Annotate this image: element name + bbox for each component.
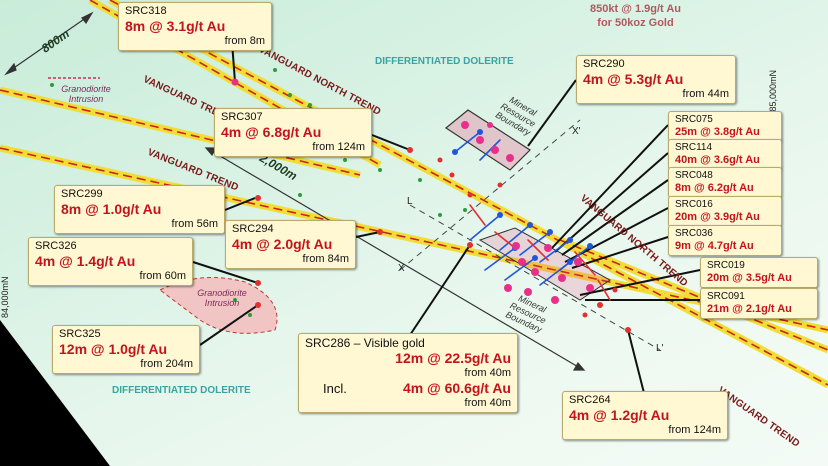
- callout-hole: SRC264: [569, 394, 611, 406]
- callout-src016: SRC016 20m @ 3.9g/t Au: [668, 196, 782, 227]
- callout-src114: SRC114 40m @ 3.6g/t Au: [668, 139, 782, 170]
- callout-result: 20m @ 3.9g/t Au: [675, 211, 760, 223]
- callout-result: 4m @ 1.4g/t Au: [35, 253, 136, 269]
- callout-hole: SRC091: [707, 291, 745, 302]
- callout-incl-result: 4m @ 60.6g/t Au: [402, 380, 511, 396]
- callout-hole: SRC075: [675, 114, 713, 125]
- callout-incl-row: Incl. 4m @ 60.6g/t Au: [305, 380, 511, 397]
- callout-hole: SRC019: [707, 260, 745, 271]
- resource-line-2: for 50koz Gold: [597, 17, 674, 29]
- section-label-x-prime: X': [572, 126, 581, 137]
- callout-src019: SRC019 20m @ 3.5g/t Au: [700, 257, 818, 288]
- leader-lines: [192, 41, 701, 394]
- callout-result: 4m @ 5.3g/t Au: [583, 71, 684, 87]
- callout-from: from 204m: [140, 358, 193, 370]
- callout-src294: SRC294 4m @ 2.0g/t Au from 84m: [225, 220, 356, 269]
- callout-src264: SRC264 4m @ 1.2g/t Au from 124m: [562, 391, 728, 440]
- callout-src091: SRC091 21m @ 2.1g/t Au: [700, 288, 818, 319]
- callout-src318: SRC318 8m @ 3.1g/t Au from 8m: [118, 2, 272, 51]
- northing-label-west: 84,000mN: [0, 276, 10, 318]
- callout-from: from 8m: [224, 35, 265, 47]
- section-label-x: X: [398, 263, 405, 274]
- map-edge: [0, 320, 110, 466]
- callout-result: 12m @ 1.0g/t Au: [59, 341, 168, 357]
- granodiorite-label-2: Granodiorite Intrusion: [197, 288, 247, 308]
- callout-result: 8m @ 1.0g/t Au: [61, 201, 162, 217]
- dolerite-label-bottom: DIFFERENTIATED DOLERITE: [112, 385, 251, 396]
- callout-result: 9m @ 4.7g/t Au: [675, 240, 754, 252]
- callout-hole: SRC114: [675, 142, 713, 153]
- callout-hole: SRC048: [675, 170, 713, 181]
- callout-hole: SRC299: [61, 188, 103, 200]
- callout-result: 12m @ 22.5g/t Au: [395, 350, 511, 366]
- callout-hole: SRC294: [232, 223, 274, 235]
- drill-traces: [454, 131, 611, 301]
- callout-src307: SRC307 4m @ 6.8g/t Au from 124m: [214, 108, 372, 157]
- section-label-l-prime: L': [656, 343, 664, 354]
- callout-result: 25m @ 3.8g/t Au: [675, 126, 760, 138]
- callout-result: 20m @ 3.5g/t Au: [707, 272, 792, 284]
- granodiorite-intrusion-2: [159, 277, 278, 334]
- callout-from: from 84m: [302, 253, 349, 265]
- callout-hole: SRC286 – Visible gold: [305, 336, 425, 350]
- resource-summary: 850kt @ 1.9g/t Au for 50koz Gold: [590, 2, 681, 30]
- callout-src036: SRC036 9m @ 4.7g/t Au: [668, 225, 782, 256]
- callout-result: 8m @ 6.2g/t Au: [675, 182, 754, 194]
- callout-result: 4m @ 6.8g/t Au: [221, 124, 322, 140]
- callout-result: 4m @ 2.0g/t Au: [232, 236, 333, 252]
- dolerite-label-top: DIFFERENTIATED DOLERITE: [375, 56, 514, 67]
- callout-from: from 124m: [312, 141, 365, 153]
- callout-src286: SRC286 – Visible gold 12m @ 22.5g/t Au f…: [298, 333, 518, 413]
- callout-incl-label: Incl.: [323, 381, 347, 396]
- callout-hole: SRC016: [675, 199, 713, 210]
- callout-src048: SRC048 8m @ 6.2g/t Au: [668, 167, 782, 198]
- callout-result: 21m @ 2.1g/t Au: [707, 303, 792, 315]
- callout-hole: SRC036: [675, 228, 713, 239]
- section-label-l: L: [407, 196, 413, 207]
- callout-from: from 40m: [464, 367, 511, 379]
- section-lines: [399, 119, 661, 351]
- callout-src326: SRC326 4m @ 1.4g/t Au from 60m: [28, 237, 193, 286]
- callout-from: from 44m: [682, 88, 729, 100]
- callout-hole: SRC325: [59, 328, 101, 340]
- callout-hole: SRC290: [583, 58, 625, 70]
- callout-result: 40m @ 3.6g/t Au: [675, 154, 760, 166]
- callout-result: 4m @ 1.2g/t Au: [569, 407, 670, 423]
- resource-line-1: 850kt @ 1.9g/t Au: [590, 3, 682, 15]
- callout-hole: SRC326: [35, 240, 77, 252]
- callout-src299: SRC299 8m @ 1.0g/t Au from 56m: [54, 185, 225, 234]
- callout-from: from 60m: [139, 270, 186, 282]
- callout-src325: SRC325 12m @ 1.0g/t Au from 204m: [52, 325, 200, 374]
- callout-from: from 56m: [171, 218, 218, 230]
- callout-src290: SRC290 4m @ 5.3g/t Au from 44m: [576, 55, 736, 104]
- callout-incl-from: from 40m: [464, 397, 511, 409]
- callout-result: 8m @ 3.1g/t Au: [125, 18, 226, 34]
- callout-from: from 124m: [668, 424, 721, 436]
- drill-collars: [50, 68, 631, 333]
- callout-hole: SRC307: [221, 111, 263, 123]
- granodiorite-label-1: Granodiorite Intrusion: [61, 84, 111, 104]
- callout-src075: SRC075 25m @ 3.8g/t Au: [668, 111, 782, 142]
- callout-hole: SRC318: [125, 5, 167, 17]
